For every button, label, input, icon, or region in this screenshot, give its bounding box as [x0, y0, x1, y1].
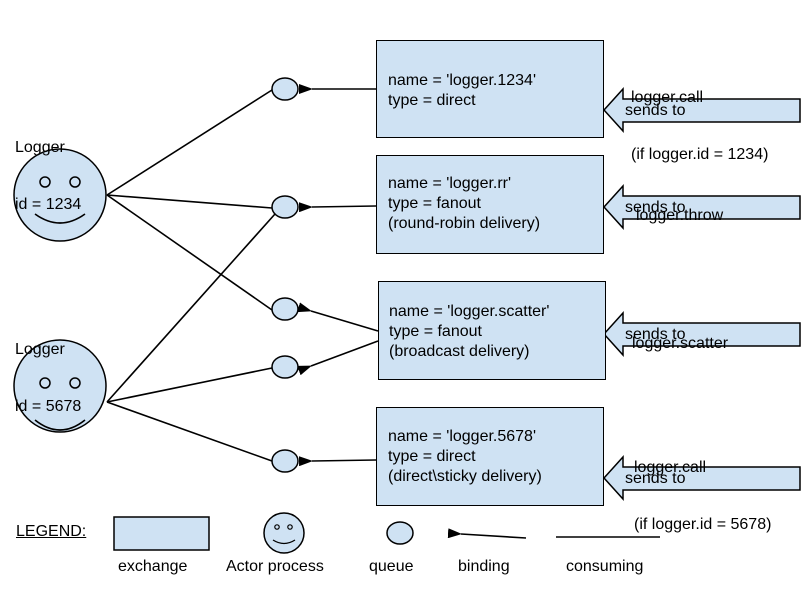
legend-consuming-label: consuming — [566, 558, 644, 575]
exchange-type: type = direct — [388, 448, 476, 465]
sends-to-arrow-2 — [602, 184, 801, 230]
binding-arrow-scatter-b — [297, 340, 379, 376]
legend-actor-label: Actor process — [226, 558, 324, 575]
queues — [271, 77, 299, 473]
consume-line-5678-q2 — [106, 213, 276, 403]
sends-to-arrow-1 — [602, 87, 801, 133]
actor-id: id = 1234 — [15, 196, 82, 213]
call-condition: (if logger.id = 1234) — [631, 146, 769, 163]
consuming-lines — [106, 89, 276, 462]
legend-binding-arrow — [447, 528, 527, 539]
exchange-name: name = 'logger.rr' — [388, 175, 512, 192]
exchange-name: name = 'logger.scatter' — [389, 303, 550, 320]
exchange-logger-scatter: name = 'logger.scatter' type = fanout (b… — [378, 281, 606, 380]
call-method: logger.call — [634, 459, 707, 476]
sends-to-label-3: sends to — [625, 326, 686, 343]
consume-line-5678-q4 — [106, 367, 273, 403]
queue-scatter-2 — [271, 355, 299, 379]
consume-line-1234-q2 — [106, 194, 273, 209]
legend-exchange-label: exchange — [118, 558, 188, 575]
consume-line-5678-q5 — [106, 401, 273, 462]
binding-arrow-scatter-a — [297, 302, 379, 332]
actor-label-5678: Logger id = 5678 — [15, 302, 81, 435]
actor-name: Logger — [15, 341, 65, 358]
consume-line-1234-q1 — [106, 89, 273, 196]
exchange-type: type = direct — [388, 92, 476, 109]
call-method: logger.call — [631, 89, 704, 106]
exchange-logger-5678: name = 'logger.5678' type = direct (dire… — [376, 407, 604, 506]
legend-graphics — [113, 512, 660, 554]
consume-line-1234-q3 — [106, 194, 273, 311]
call-label-3: logger.scatter — [632, 296, 728, 372]
call-method: logger.throw — [636, 207, 724, 224]
queue-1234 — [271, 77, 299, 101]
exchange-delivery: (direct\sticky delivery) — [388, 468, 542, 485]
exchange-type: type = fanout — [388, 195, 481, 212]
exchange-type: type = fanout — [389, 323, 482, 340]
sends-to-arrow-3 — [602, 311, 801, 357]
exchange-delivery: (round-robin delivery) — [388, 215, 541, 232]
legend-exchange-swatch — [113, 516, 210, 551]
exchange-logger-1234: name = 'logger.1234' type = direct — [376, 40, 604, 138]
sends-to-arrows — [602, 87, 801, 501]
call-condition: (if logger.id = 5678) — [634, 516, 772, 533]
queue-scatter-1 — [271, 297, 299, 321]
actor-label-1234: Logger id = 1234 — [15, 100, 81, 233]
actor-name: Logger — [15, 139, 65, 156]
call-label-2: logger.throw — [636, 168, 723, 244]
legend-binding-label: binding — [458, 558, 510, 575]
exchange-name: name = 'logger.5678' — [388, 428, 536, 445]
exchange-name: name = 'logger.1234' — [388, 72, 536, 89]
legend-queue-label: queue — [369, 558, 414, 575]
legend-title: LEGEND: — [16, 523, 87, 540]
queue-rr — [271, 195, 299, 219]
call-method: logger.scatter — [632, 335, 729, 352]
legend-queue-icon — [386, 521, 414, 545]
sends-to-arrow-4 — [602, 455, 801, 501]
exchange-delivery: (broadcast delivery) — [389, 343, 530, 360]
queue-5678 — [271, 449, 299, 473]
sends-to-label-4: sends to — [625, 470, 686, 487]
actor-face-5678 — [13, 339, 107, 433]
legend-actor-icon — [263, 512, 305, 554]
actor-face-1234 — [13, 148, 107, 242]
exchange-logger-rr: name = 'logger.rr' type = fanout (round-… — [376, 155, 604, 254]
sends-to-label-2: sends to — [625, 199, 686, 216]
binding-arrow-5678 — [298, 456, 377, 467]
sends-to-label-1: sends to — [625, 102, 686, 119]
binding-arrows — [297, 84, 379, 467]
call-label-4: logger.call (if logger.id = 5678) — [634, 420, 771, 553]
call-label-1: logger.call (if logger.id = 1234) — [631, 50, 768, 183]
actor-id: id = 5678 — [15, 398, 82, 415]
binding-arrow-rr — [298, 202, 377, 213]
